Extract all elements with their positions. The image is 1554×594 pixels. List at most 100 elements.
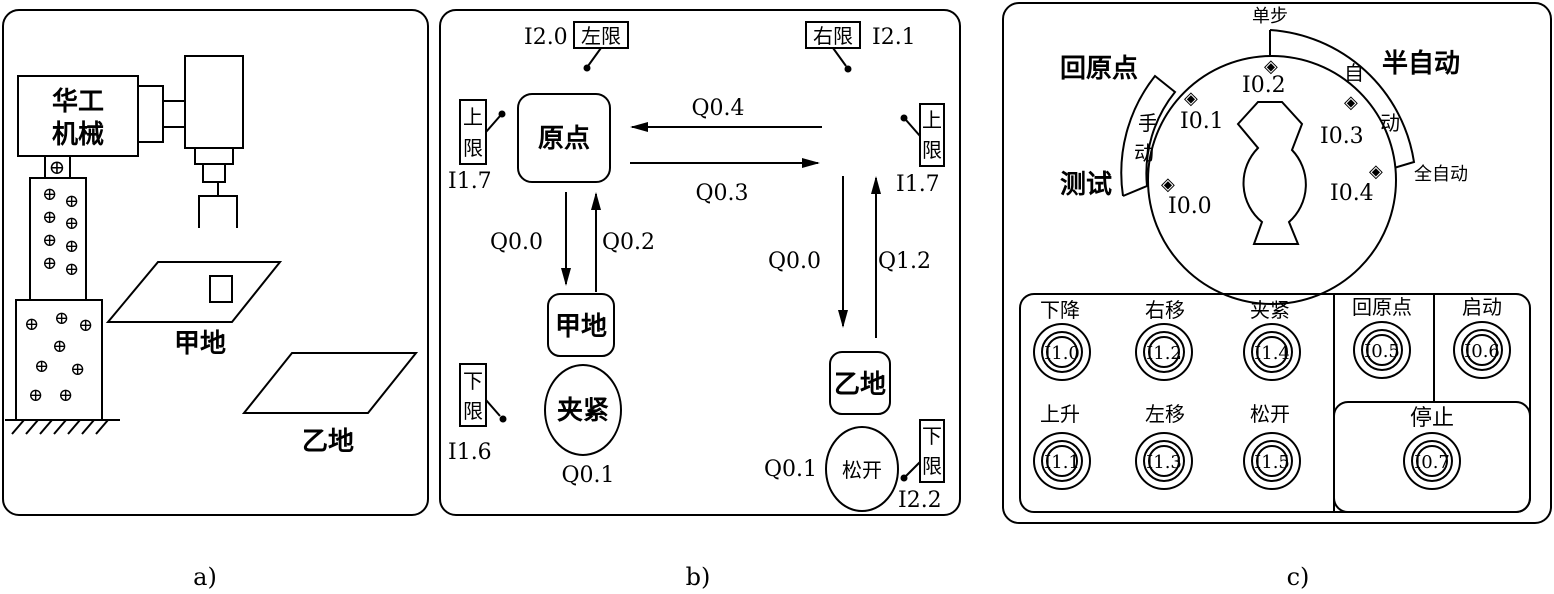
bolt-icon: ⊕ bbox=[42, 230, 57, 251]
site-b-node-label: 乙地 bbox=[834, 370, 886, 400]
bolt-icon: ⊕ bbox=[42, 184, 57, 205]
panel-b-caption: b) bbox=[686, 563, 711, 591]
out-q00-left-label: Q0.0 bbox=[490, 230, 543, 255]
arrow-q03-head bbox=[802, 158, 820, 168]
machine-label-2: 机械 bbox=[52, 120, 104, 150]
clamp-node bbox=[544, 364, 622, 456]
arrow-q00-left-head bbox=[561, 268, 571, 286]
mode-test: 测试 bbox=[1060, 170, 1112, 200]
lower-limit-right-box bbox=[919, 419, 945, 483]
upper-limit-right-lead bbox=[905, 119, 921, 137]
button-down[interactable] bbox=[1033, 323, 1091, 381]
left-limit-switch bbox=[583, 64, 591, 72]
btn-label-start: 启动 bbox=[1462, 295, 1502, 319]
upper-limit-right-addr: I1.7 bbox=[896, 172, 940, 197]
position-marker-icon: ◈ bbox=[1264, 56, 1278, 77]
upper-limit-left-lead bbox=[485, 115, 501, 133]
out-q03-label: Q0.3 bbox=[695, 181, 748, 206]
upper-limit-right-1: 上 bbox=[922, 108, 942, 132]
lower-limit-right-1: 下 bbox=[922, 424, 942, 448]
arm-joint bbox=[137, 85, 164, 143]
mode-full-auto: 全自动 bbox=[1414, 164, 1468, 185]
bolt-icon: ⊕ bbox=[54, 308, 69, 329]
bolt-icon: ⊕ bbox=[49, 155, 66, 179]
right-limit-addr: I2.1 bbox=[872, 25, 916, 50]
mode-arc-left bbox=[1120, 74, 1177, 197]
out-q12-label: Q1.2 bbox=[878, 249, 931, 274]
bolt-icon: ⊕ bbox=[70, 359, 85, 380]
upper-limit-left-addr: I1.7 bbox=[448, 169, 492, 194]
bolt-icon: ⊕ bbox=[58, 385, 73, 406]
left-limit-lead bbox=[587, 47, 602, 67]
machine-label-1: 华工 bbox=[52, 86, 104, 117]
lower-limit-right-2: 限 bbox=[922, 454, 942, 478]
bolt-icon: ⊕ bbox=[64, 259, 79, 280]
site-a-node-label: 甲地 bbox=[555, 312, 607, 342]
arrow-q12-head bbox=[871, 176, 881, 194]
lower-limit-left-addr: I1.6 bbox=[448, 440, 492, 465]
upper-limit-right-2: 限 bbox=[922, 138, 942, 162]
button-release[interactable] bbox=[1243, 432, 1301, 490]
button-return-origin[interactable] bbox=[1353, 321, 1411, 379]
out-q00-right-label: Q0.0 bbox=[768, 249, 821, 274]
btn-addr-down: I1.0 bbox=[1044, 343, 1080, 364]
lower-limit-left-lead bbox=[485, 399, 501, 417]
bolt-icon: ⊕ bbox=[28, 385, 43, 406]
release-label: 松开 bbox=[842, 458, 882, 482]
manual-label-1: 手 bbox=[1138, 111, 1158, 135]
sw-i00-label: I0.0 bbox=[1168, 194, 1212, 219]
arrow-q04-head bbox=[630, 122, 648, 132]
button-move-left[interactable] bbox=[1135, 432, 1193, 490]
bolt-icon: ⊕ bbox=[34, 356, 49, 377]
site-a-plate bbox=[105, 261, 283, 323]
arrow-q02-head bbox=[591, 192, 601, 210]
mode-semi-auto: 半自动 bbox=[1382, 48, 1460, 79]
btn-addr-return-origin: I0.5 bbox=[1364, 341, 1400, 362]
site-b-plate bbox=[241, 352, 419, 414]
left-limit-label: 左限 bbox=[581, 24, 621, 48]
btn-label-return-origin: 回原点 bbox=[1352, 295, 1412, 319]
manual-button-panel bbox=[1019, 293, 1531, 513]
bolt-icon: ⊕ bbox=[42, 253, 57, 274]
panel-b: I2.0 左限 右限 I2.1 上 限 I1.7 原点 Q0.4 Q0.3 上 … bbox=[439, 9, 961, 591]
lower-limit-right-addr: I2.2 bbox=[898, 488, 942, 513]
site-b-label: 乙地 bbox=[302, 427, 354, 457]
lower-limit-left-box bbox=[459, 363, 487, 427]
column-bolts: ⊕ ⊕ ⊕ ⊕ ⊕ ⊕ ⊕ ⊕ bbox=[42, 184, 79, 280]
arrow-q00-right-head bbox=[838, 310, 848, 328]
btn-label-up: 上升 bbox=[1040, 402, 1080, 426]
site-a-label: 甲地 bbox=[174, 329, 226, 359]
button-start[interactable] bbox=[1453, 321, 1511, 379]
btn-label-clamp: 夹紧 bbox=[1250, 298, 1290, 322]
mode-switch-knob[interactable] bbox=[1236, 101, 1307, 245]
bolt-icon: ⊕ bbox=[78, 315, 93, 336]
gripper-jaws bbox=[198, 182, 238, 228]
origin-label: 原点 bbox=[538, 123, 590, 154]
site-a-node bbox=[547, 293, 615, 357]
position-marker-icon: ◈ bbox=[1184, 88, 1198, 109]
sw-i02-label: I0.2 bbox=[1242, 73, 1286, 98]
button-move-right[interactable] bbox=[1135, 323, 1193, 381]
panel-c-caption: c) bbox=[1287, 563, 1310, 591]
release-node bbox=[825, 426, 899, 512]
panel-a-frame bbox=[2, 9, 429, 516]
sw-i04-label: I0.4 bbox=[1330, 181, 1374, 206]
out-q04-label: Q0.4 bbox=[691, 96, 744, 121]
upper-limit-right-box bbox=[919, 103, 945, 167]
btn-label-release: 松开 bbox=[1250, 402, 1290, 426]
button-clamp[interactable] bbox=[1243, 323, 1301, 381]
right-limit-switch bbox=[844, 65, 852, 73]
left-limit-addr: I2.0 bbox=[524, 25, 568, 50]
btn-addr-clamp: I1.4 bbox=[1254, 343, 1290, 364]
bolt-icon: ⊕ bbox=[24, 314, 39, 335]
base-bolts: ⊕ ⊕ ⊕ ⊕ ⊕ ⊕ ⊕ ⊕ bbox=[24, 308, 93, 406]
position-marker-icon: ◈ bbox=[1161, 174, 1175, 195]
button-up[interactable] bbox=[1033, 432, 1091, 490]
btn-addr-right: I1.2 bbox=[1146, 343, 1182, 364]
panel-c-frame bbox=[1002, 2, 1552, 524]
bolt-icon: ⊕ bbox=[42, 207, 57, 228]
right-limit-lead bbox=[832, 47, 847, 67]
lower-limit-left-switch bbox=[499, 415, 507, 423]
button-stop[interactable] bbox=[1403, 432, 1461, 490]
